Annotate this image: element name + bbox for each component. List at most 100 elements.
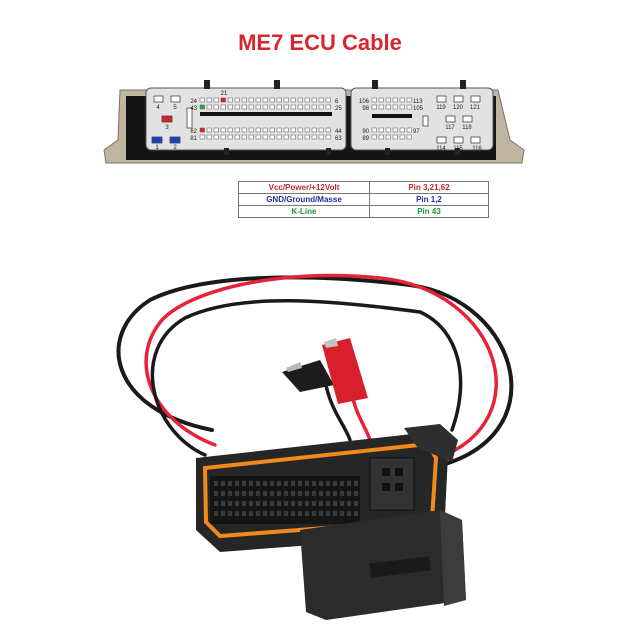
connector-tab [372,80,378,89]
plug-pin-hole [347,481,351,486]
pin-label-105: 105 [413,106,424,112]
plug-pin-hole [228,511,232,516]
small-pin [371,127,377,133]
black-clip-lead [323,378,352,442]
small-pin [325,104,331,110]
obd-slot [369,556,431,578]
plug-power-hole [395,468,403,476]
plug-pin-hole [333,491,337,496]
left-pin-grid [199,97,331,140]
plug-power-block [369,457,415,511]
plug-pin-hole [228,491,232,496]
plug-pin-hole [242,491,246,496]
pin-117 [445,115,456,123]
pin-label-118: 118 [462,125,472,131]
obd-connector [300,510,466,620]
plug-pin-hole [214,501,218,506]
small-pin [227,134,233,140]
right-rib [372,114,412,118]
small-pin [371,134,377,140]
plug-pin-hole [319,481,323,486]
connector-tab [455,148,460,155]
pin-1-ground [151,136,163,144]
plug-pin-hole [263,491,267,496]
small-pin [392,97,398,103]
pin-label-117: 117 [445,125,455,131]
plug-pin-hole [298,501,302,506]
small-pin [213,97,219,103]
plug-pin-hole [242,511,246,516]
plug-pin-hole [221,501,225,506]
small-pin [318,127,324,133]
small-pin [325,97,331,103]
plug-pin-hole [249,501,253,506]
small-pin [262,134,268,140]
plug-pin-hole [235,501,239,506]
pin-label-21: 21 [221,91,228,97]
small-pin [255,134,261,140]
plug-pin-hole [221,491,225,496]
plug-pin-hole [221,511,225,516]
plug-pin-hole [214,481,218,486]
small-pin [234,104,240,110]
small-pin [385,97,391,103]
small-pin [318,134,324,140]
small-pin [248,127,254,133]
plug-pin-holes [214,481,358,516]
small-pin [220,127,226,133]
pin-label-6: 6 [335,99,339,105]
small-pin [262,127,268,133]
plug-pin-hole [305,501,309,506]
ecu-connector-diagram: 4 5 3 1 2 24 21 43 62 81 6 25 44 63 106 … [103,80,525,164]
pin-label-63: 63 [335,136,342,142]
black-wire-inner [150,299,422,457]
plug-pin-hole [249,511,253,516]
pin-5 [170,95,181,103]
small-pin [199,127,205,133]
small-pin [283,134,289,140]
plug-pin-hole [256,501,260,506]
small-pin [311,97,317,103]
plug-pin-hole [235,491,239,496]
plug-pin-hole [242,481,246,486]
small-pin [276,97,282,103]
pin-label-43: 43 [190,106,197,112]
center-rib [200,112,332,116]
small-pin [213,127,219,133]
pin-label-24: 24 [190,99,197,105]
small-pin [199,134,205,140]
small-pin [241,97,247,103]
small-pin [220,104,226,110]
plug-pin-hole [340,481,344,486]
small-pin [406,127,412,133]
small-pin [220,134,226,140]
plug-power-hole [382,483,390,491]
small-pin [318,104,324,110]
right-pin-grid [371,97,412,140]
plug-pin-hole [326,501,330,506]
pin-label-2: 2 [173,145,177,151]
small-pin [318,97,324,103]
small-pin [241,127,247,133]
small-pin [399,97,405,103]
small-pin [283,97,289,103]
small-pin [255,127,261,133]
small-pin [311,104,317,110]
plug-pin-hole [319,491,323,496]
plug-pin-hole [298,481,302,486]
plug-pin-hole [333,501,337,506]
plug-pin-hole [340,491,344,496]
pin-label-98: 98 [362,106,369,112]
left-socket [145,87,347,151]
small-pin [290,134,296,140]
pin-label-106: 106 [359,99,370,105]
small-pin [290,127,296,133]
plug-pin-hole [263,501,267,506]
pin-label-115: 115 [453,146,463,152]
plug-pin-hole [326,481,330,486]
key-slot [186,107,193,129]
plug-pin-hole [319,501,323,506]
plug-pin-hole [291,491,295,496]
plug-pin-hole [256,481,260,486]
